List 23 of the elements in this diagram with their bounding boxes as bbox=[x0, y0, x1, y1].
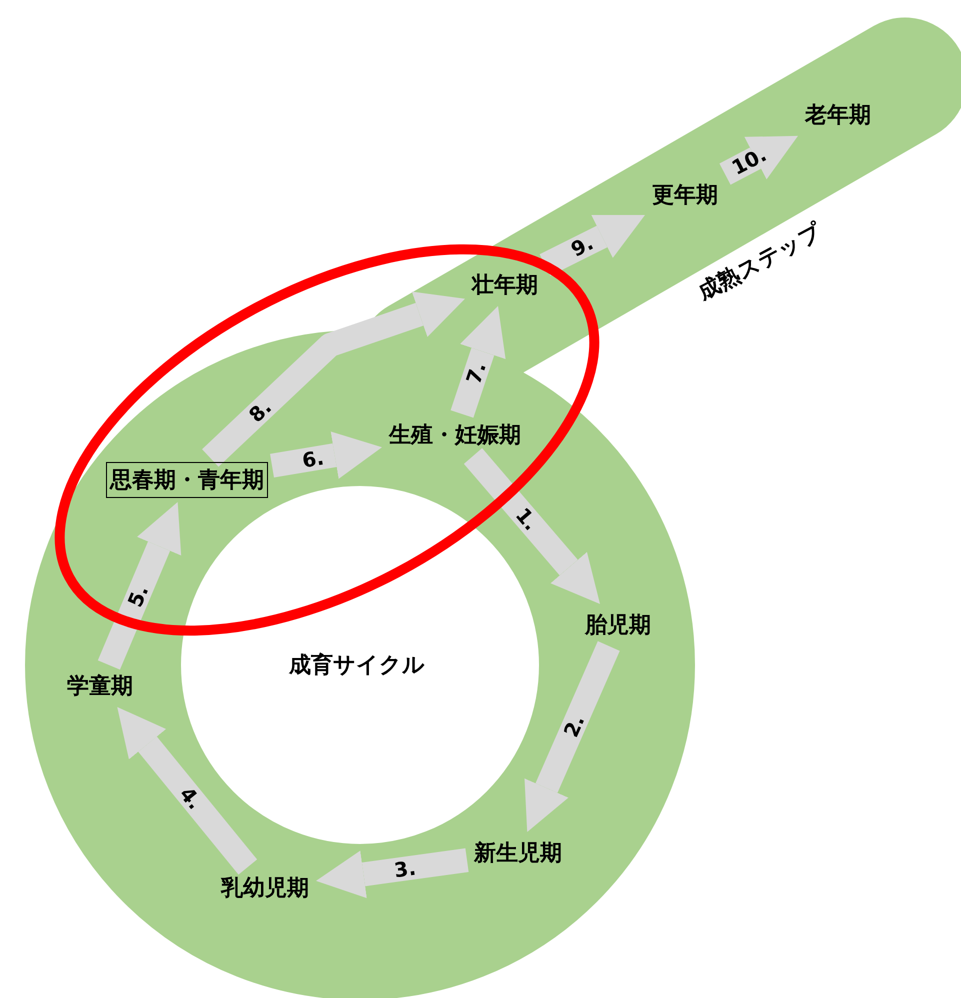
ring-label: 成育サイクル bbox=[289, 652, 425, 680]
stage-label: 老年期 bbox=[802, 98, 874, 132]
stage-label: 胎児期 bbox=[582, 608, 654, 642]
stage-label: 乳幼児期 bbox=[218, 871, 312, 905]
step-number: 2. bbox=[558, 712, 589, 741]
step-number: 9. bbox=[567, 230, 598, 262]
band-label: 成熟ステップ bbox=[693, 218, 828, 308]
stage-label: 更年期 bbox=[649, 178, 721, 212]
stage-label: 思春期・青年期 bbox=[106, 462, 268, 498]
step-number: 5. bbox=[122, 582, 154, 611]
stage-label: 学童期 bbox=[64, 669, 136, 703]
step-number: 4. bbox=[175, 782, 208, 814]
block-arrow bbox=[270, 432, 384, 479]
step-number: 10. bbox=[728, 142, 770, 180]
step-number: 7. bbox=[460, 359, 490, 388]
step-number: 3. bbox=[393, 855, 418, 882]
step-number: 8. bbox=[244, 395, 276, 428]
stage-label: 壮年期 bbox=[469, 268, 541, 302]
block-arrow bbox=[314, 848, 469, 898]
stage-label: 新生児期 bbox=[471, 836, 565, 870]
stage-label: 生殖・妊娠期 bbox=[386, 418, 524, 452]
step-number: 6. bbox=[300, 445, 326, 472]
step-number: 1. bbox=[511, 503, 544, 536]
